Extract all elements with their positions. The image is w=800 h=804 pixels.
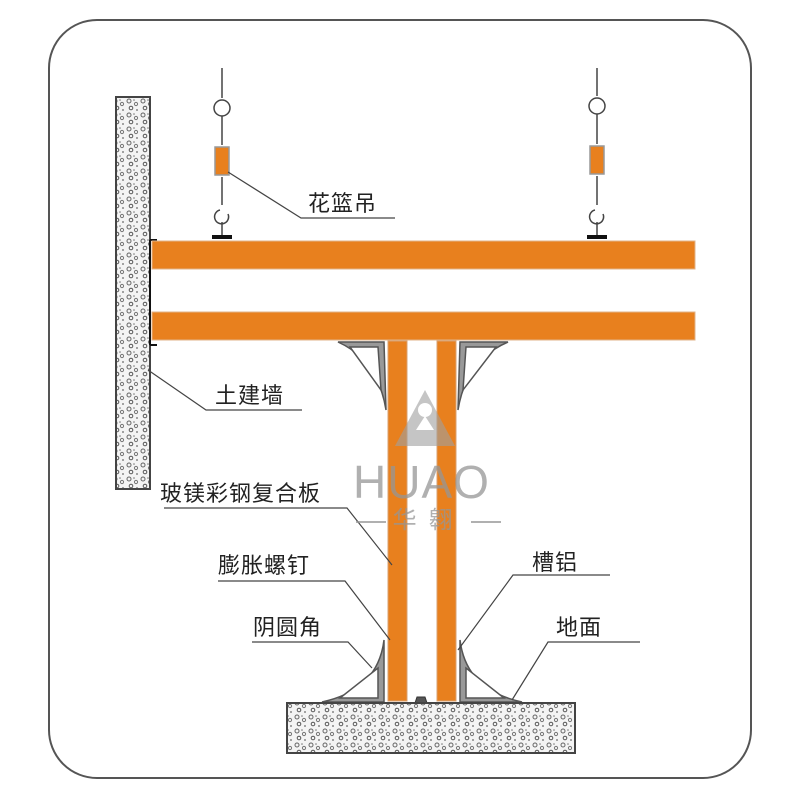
- leader-ground: [511, 641, 640, 701]
- huao-logo-icon: [395, 390, 455, 446]
- wall-panel-left: [387, 340, 408, 702]
- turnbuckle-hanger-right: [587, 68, 607, 239]
- label-cove-corner: 阴圆角: [253, 616, 323, 641]
- watermark-brand: HUAO: [353, 456, 490, 508]
- label-ground: 地面: [556, 616, 603, 641]
- floor-slab: [286, 702, 576, 754]
- turnbuckle-hanger-left: [212, 68, 232, 239]
- ceiling-panel-lower: [151, 311, 696, 341]
- civil-wall: [115, 96, 151, 490]
- leader-turnbuckle: [227, 171, 395, 219]
- leader-panel: [164, 507, 393, 566]
- leader-lines: [147, 171, 640, 701]
- leader-channel-aluminum: [457, 574, 610, 651]
- label-panel: 玻镁彩钢复合板: [160, 482, 322, 507]
- label-expansion-bolt: 膨胀螺钉: [218, 554, 311, 579]
- wall-bracket: [149, 239, 157, 346]
- floor-cove-corner-left: [321, 639, 385, 703]
- leader-cove-corner: [252, 641, 373, 669]
- watermark-brand-cn-text: 华翱: [392, 507, 465, 534]
- floor-cove-corner-right: [459, 639, 523, 703]
- label-turnbuckle: 花篮吊: [308, 192, 378, 217]
- label-civil-wall: 土建墙: [215, 384, 285, 409]
- watermark-brand-cn: 华翱: [356, 500, 502, 535]
- ceiling-panel-upper: [151, 240, 696, 270]
- label-channel-aluminum: 槽铝: [532, 551, 579, 576]
- leader-expansion-bolt: [218, 580, 391, 641]
- leader-civil-wall: [147, 369, 302, 411]
- ceiling-cove-corner-left: [337, 341, 387, 411]
- ceiling-cove-corner-right: [457, 341, 509, 411]
